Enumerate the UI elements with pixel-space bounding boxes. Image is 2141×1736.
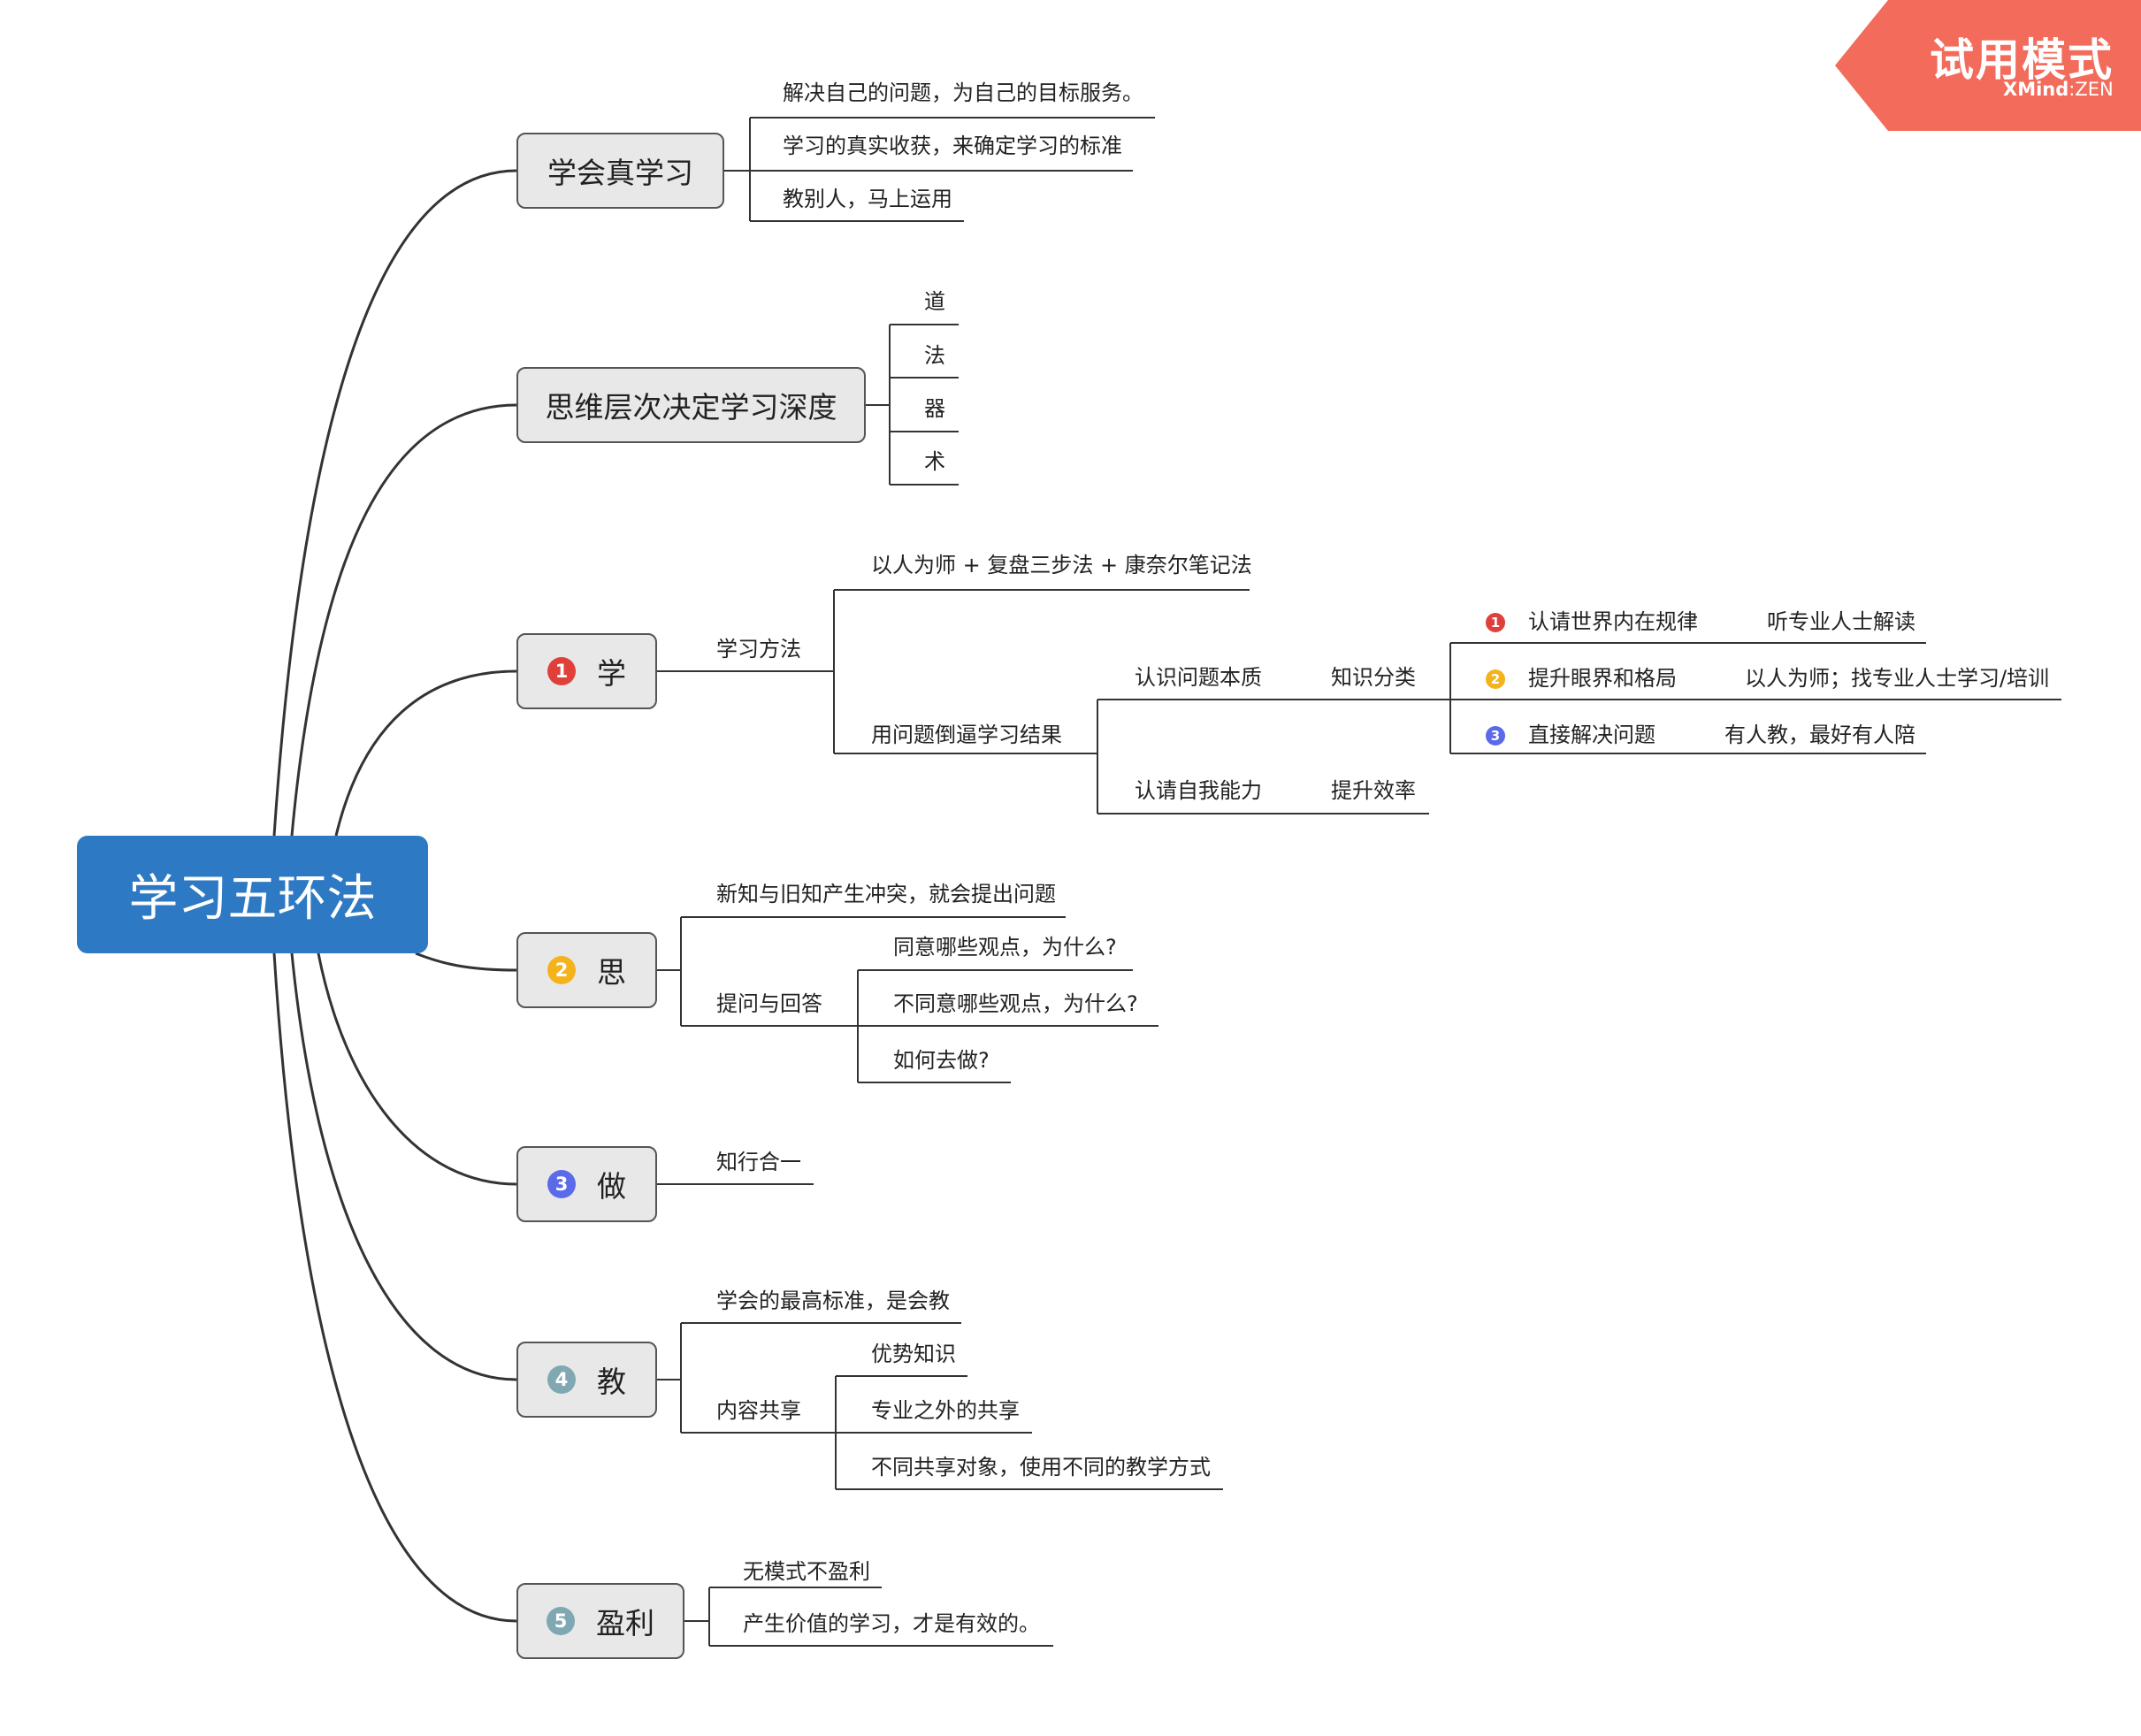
branch-label: 思维层次决定学习深度 [545,390,837,424]
b7-lines [684,1587,1053,1647]
number-2-icon: 2 [547,956,576,984]
curve-b7 [272,952,517,1623]
brand-name: XMind [2003,79,2069,100]
curve-b1 [272,169,517,837]
leaf[interactable]: 不同共享对象，使用不同的教学方式 [871,1455,1211,1480]
watermark-title: 试用模式 [1930,34,2114,86]
leaf[interactable]: 道 [924,289,945,314]
curve-b3 [334,669,517,837]
leaf[interactable]: 同意哪些观点，为什么? [893,935,1117,960]
branch-profit[interactable]: 5 盈利 [516,1583,684,1659]
branch-think[interactable]: 2 思 [516,932,657,1008]
number-4-icon: 4 [547,1365,576,1394]
leaf[interactable]: 知行合一 [716,1150,801,1174]
b2-lines [866,324,959,486]
leaf[interactable]: 有人教，最好有人陪 [1724,723,1915,747]
leaf[interactable]: 学习方法 [716,637,801,662]
b4-lines [657,916,1158,1083]
number-1-icon: 1 [547,657,576,685]
branch-label: 学 [597,656,626,691]
branch-teach[interactable]: 4 教 [516,1342,657,1418]
leaf[interactable]: 专业之外的共享 [871,1398,1020,1423]
leaf-connectors [657,117,2061,1647]
branch-do[interactable]: 3 做 [516,1146,657,1222]
branch-label: 学会真学习 [547,156,693,190]
number-1-icon: 1 [1486,613,1505,632]
curve-b5 [317,952,517,1186]
leaf[interactable]: 学会的最高标准，是会教 [716,1289,950,1313]
leaf[interactable]: 教别人，马上运用 [783,187,952,211]
central-topic[interactable]: 学习五环法 [77,836,428,953]
curve-b2 [290,403,517,837]
leaf[interactable]: 器 [924,396,945,421]
leaf[interactable]: 解决自己的问题，为自己的目标服务。 [783,80,1143,105]
trial-watermark[interactable] [1835,0,2141,131]
leaf[interactable]: 以人为师；找专业人士学习/培训 [1745,666,2050,691]
leaf[interactable]: 提升效率 [1331,778,1416,803]
leaf[interactable]: 法 [924,343,945,368]
leaf[interactable]: 用问题倒逼学习结果 [871,723,1062,747]
leaf[interactable]: 学习的真实收获，来确定学习的标准 [783,134,1122,158]
leaf[interactable]: 知识分类 [1331,665,1416,690]
branch-thinking-levels[interactable]: 思维层次决定学习深度 [516,367,866,443]
b1-lines [724,117,1155,222]
watermark-brand: XMind:ZEN [2003,79,2114,100]
branch-label: 做 [597,1169,626,1204]
leaf[interactable]: 认请自我能力 [1135,778,1262,803]
leaf[interactable]: 如何去做? [893,1048,990,1073]
central-topic-label: 学习五环法 [128,870,377,928]
brand-suffix: ZEN [2075,79,2114,100]
brand-separator: : [2068,79,2076,100]
leaf[interactable]: 听专业人士解读 [1767,609,1915,634]
watermark-badge-icon [1835,0,2141,131]
leaf[interactable]: 内容共享 [716,1398,801,1423]
curve-b6 [290,952,517,1381]
curve-b4 [415,952,517,972]
branch-label: 盈利 [596,1606,654,1640]
b6-lines [657,1322,1223,1490]
branch-learn[interactable]: 1 学 [516,633,657,709]
number-3-icon: 3 [1486,726,1505,746]
branch-label: 思 [597,955,626,990]
number-2-icon: 2 [1486,669,1505,689]
branch-label: 教 [597,1365,626,1399]
leaf[interactable]: 不同意哪些观点，为什么? [893,991,1138,1016]
number-5-icon: 5 [547,1607,575,1635]
b3-lines [657,589,2061,814]
number-3-icon: 3 [547,1170,576,1198]
leaf[interactable]: 以人为师 + 复盘三步法 + 康奈尔笔记法 [871,553,1252,577]
leaf[interactable]: 无模式不盈利 [743,1559,870,1584]
root-branch-curves [272,169,517,1623]
leaf[interactable]: 认识问题本质 [1135,665,1262,690]
branch-learn-truly[interactable]: 学会真学习 [516,133,724,209]
leaf[interactable]: 提问与回答 [716,991,822,1016]
leaf[interactable]: 优势知识 [871,1342,956,1366]
leaf[interactable]: 术 [924,449,945,474]
leaf[interactable]: 产生价值的学习，才是有效的。 [743,1611,1040,1636]
leaf[interactable]: 新知与旧知产生冲突，就会提出问题 [716,882,1056,906]
